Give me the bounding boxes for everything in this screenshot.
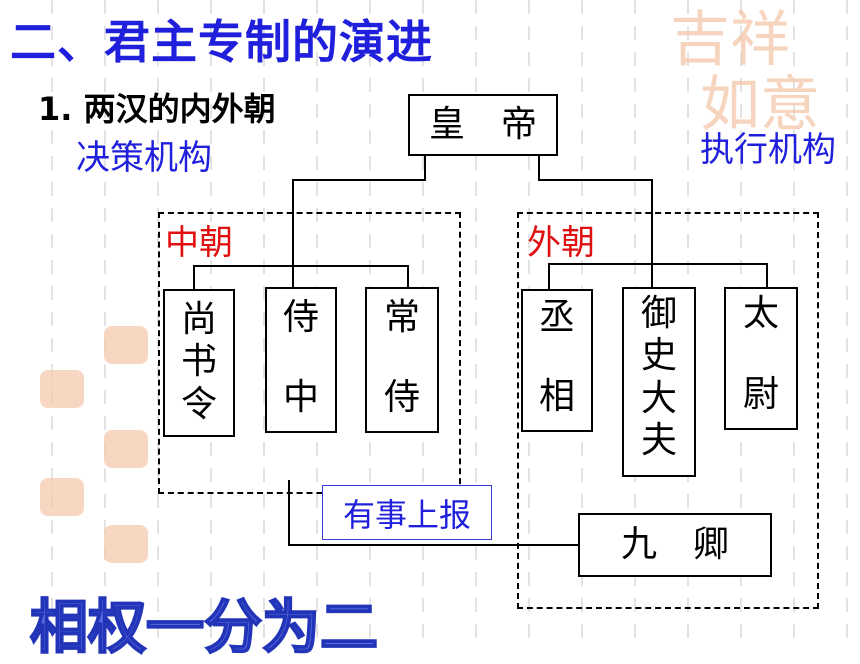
emperor-label: 皇 帝 — [428, 103, 537, 145]
report-label: 有事上报 — [322, 485, 492, 540]
node-char: 丞 — [538, 297, 575, 338]
node-char: 令 — [180, 383, 217, 425]
node-char: 夫 — [640, 420, 677, 462]
seal-watermark — [40, 370, 84, 408]
connector-line — [193, 265, 195, 289]
connector-line — [548, 263, 768, 265]
seal-watermark — [40, 478, 84, 516]
section-subtitle: 1. 两汉的内外朝 — [38, 90, 276, 128]
svg-text:吉祥: 吉祥 — [670, 5, 790, 75]
node-char: 大 — [640, 377, 677, 419]
connector-line — [424, 155, 426, 181]
nine-ministers-label: 九 卿 — [620, 523, 729, 565]
node-char: 御 — [640, 293, 677, 334]
connector-line — [292, 179, 294, 289]
seal-watermark — [104, 525, 148, 563]
node-char: 尚 — [180, 299, 217, 340]
node-shizhong: 侍 中 — [265, 287, 337, 433]
seal-watermark: 吉祥 如意 — [670, 5, 820, 140]
emperor-box: 皇 帝 — [408, 94, 558, 156]
inner-court-label: 中朝 — [165, 223, 233, 263]
connector-line — [766, 263, 768, 287]
node-char: 侍 — [282, 297, 319, 338]
connector-line — [407, 265, 409, 289]
node-char: 史 — [640, 335, 677, 377]
seal-watermark — [104, 326, 148, 364]
outer-court-group — [517, 212, 819, 609]
connector-line — [288, 480, 290, 546]
connector-line — [538, 155, 540, 181]
node-char: 尉 — [742, 373, 779, 415]
connector-line — [292, 179, 426, 181]
node-taiwei: 太 尉 — [724, 287, 798, 430]
node-char: 侍 — [383, 376, 420, 418]
execution-label: 执行机构 — [700, 130, 836, 170]
connector-line — [548, 263, 550, 289]
page-title: 二、君主专制的演进 — [10, 15, 433, 69]
node-changshi: 常 侍 — [365, 287, 439, 433]
connector-line — [651, 179, 653, 287]
node-char: 书 — [180, 341, 217, 383]
svg-text:如意: 如意 — [700, 70, 820, 140]
connector-line — [538, 179, 653, 181]
node-char: 太 — [742, 293, 779, 334]
node-char: 常 — [383, 297, 420, 338]
node-char: 中 — [282, 376, 319, 418]
node-chengxiang: 丞 相 — [521, 289, 593, 432]
node-shangshuling: 尚 书 令 — [163, 289, 235, 437]
seal-watermark — [104, 430, 148, 468]
conclusion-text: 相权一分为二 — [29, 592, 379, 662]
outer-court-label: 外朝 — [527, 223, 595, 263]
inner-court-group — [158, 212, 461, 494]
node-char: 相 — [538, 375, 575, 417]
connector-line — [193, 265, 409, 267]
nine-ministers-box: 九 卿 — [578, 513, 772, 577]
decision-label: 决策机构 — [76, 138, 212, 178]
node-yushidafu: 御 史 大 夫 — [622, 287, 696, 477]
connector-line — [288, 544, 580, 546]
